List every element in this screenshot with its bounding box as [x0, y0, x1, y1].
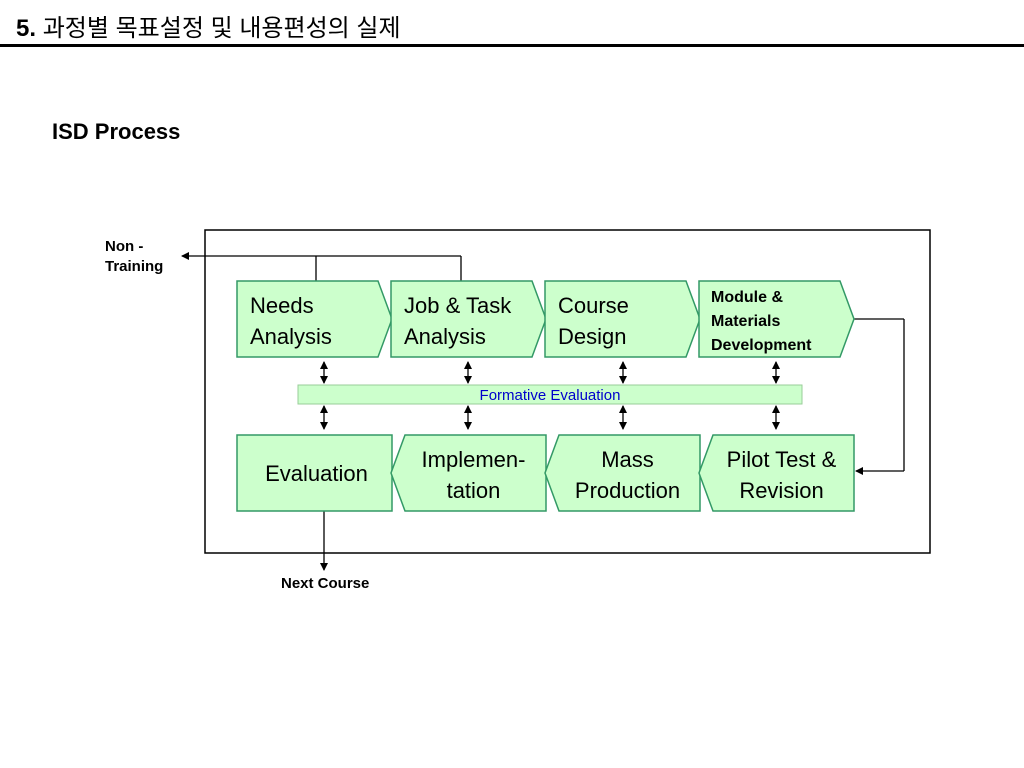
- non-training-label-0: Non -: [105, 238, 143, 255]
- top-step-label-1-0: Job & Task: [404, 293, 512, 318]
- bottom-step-box-0: [236, 434, 393, 512]
- non-training-label-1: Training: [105, 258, 163, 275]
- top-step-label-0-1: Analysis: [250, 324, 332, 349]
- bottom-step-label-2-0: Mass: [601, 447, 654, 472]
- top-step-label-0-0: Needs: [250, 293, 314, 318]
- bottom-step-box-2: [544, 434, 701, 512]
- bottom-step-label-0-0: Evaluation: [265, 461, 368, 486]
- formative-evaluation-bar: Formative Evaluation: [297, 384, 803, 405]
- next-course-label: Next Course: [281, 575, 369, 592]
- top-step-label-3-0: Module &: [711, 289, 783, 306]
- bottom-step-label-2-1: Production: [575, 478, 680, 503]
- top-step-box-2: [544, 280, 701, 358]
- bottom-step-box-1: [390, 434, 547, 512]
- page-title-text: 과정별 목표설정 및 내용편성의 실제: [42, 15, 401, 42]
- formative-evaluation-box: [297, 384, 803, 405]
- page-title-number: 5.: [16, 15, 37, 42]
- top-step-label-1-1: Analysis: [404, 324, 486, 349]
- top-step-label-2-0: Course: [558, 293, 629, 318]
- bottom-step-label-1-1: tation: [447, 478, 501, 503]
- process-frame: [204, 229, 931, 554]
- connectors: [181, 252, 905, 571]
- bottom-step-label-3-1: Revision: [739, 478, 823, 503]
- top-step-label-3-1: Materials: [711, 313, 780, 330]
- top-step-box-0: [236, 280, 393, 358]
- title-divider: [0, 44, 1024, 47]
- top-step-label-2-1: Design: [558, 324, 626, 349]
- page-title: 5. 과정별 목표설정 및 내용편성의 실제: [16, 8, 401, 43]
- bottom-step-box-3: [698, 434, 855, 512]
- section-subtitle: ISD Process: [52, 119, 181, 144]
- top-step-label-3-2: Development: [711, 337, 812, 354]
- bottom-step-label-1-0: Implemen-: [422, 447, 526, 472]
- top-step-box-3: [698, 280, 855, 358]
- top-step-box-1: [390, 280, 547, 358]
- formative-evaluation-label: Formative Evaluation: [480, 387, 621, 404]
- bottom-step-label-3-0: Pilot Test &: [727, 447, 837, 472]
